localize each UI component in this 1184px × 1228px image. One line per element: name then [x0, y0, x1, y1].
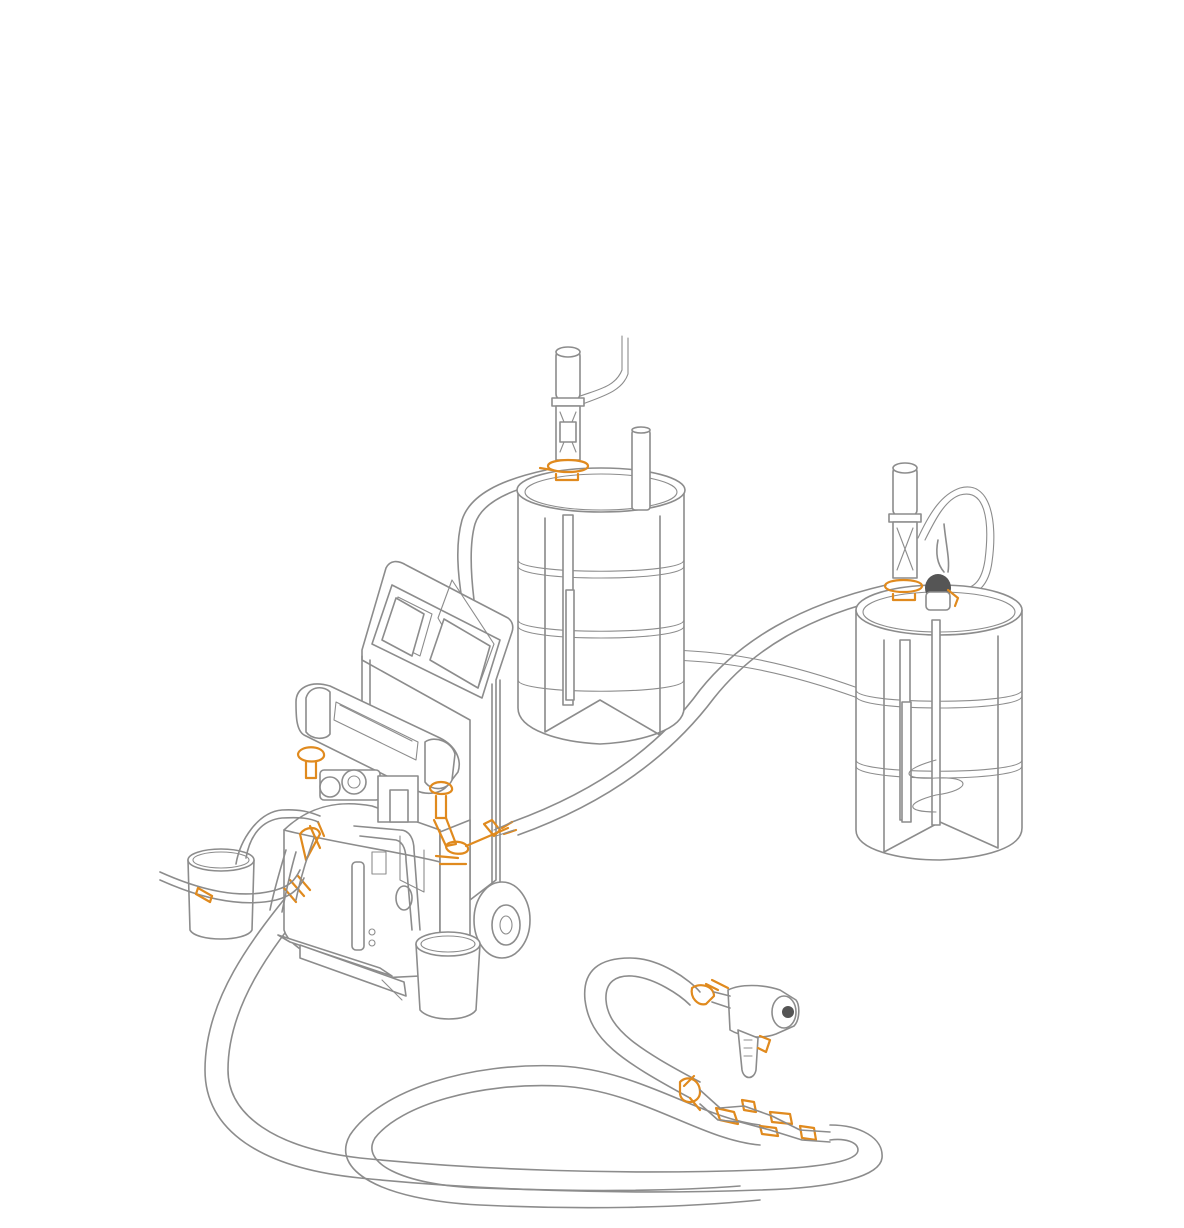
heated-hose-bundle [204, 879, 883, 1209]
waste-bucket-right [415, 931, 481, 1020]
waste-bucket-left [159, 809, 321, 940]
transfer-hose-b [511, 584, 893, 836]
transfer-pump-b [883, 462, 924, 602]
spray-gun [690, 978, 800, 1079]
proportioner-machine [269, 560, 531, 1001]
drum-b [855, 584, 1023, 861]
transfer-pump-a [538, 346, 590, 482]
hose-couplings [678, 1074, 831, 1143]
agitator-motor [925, 523, 960, 611]
drum-a [516, 426, 686, 745]
